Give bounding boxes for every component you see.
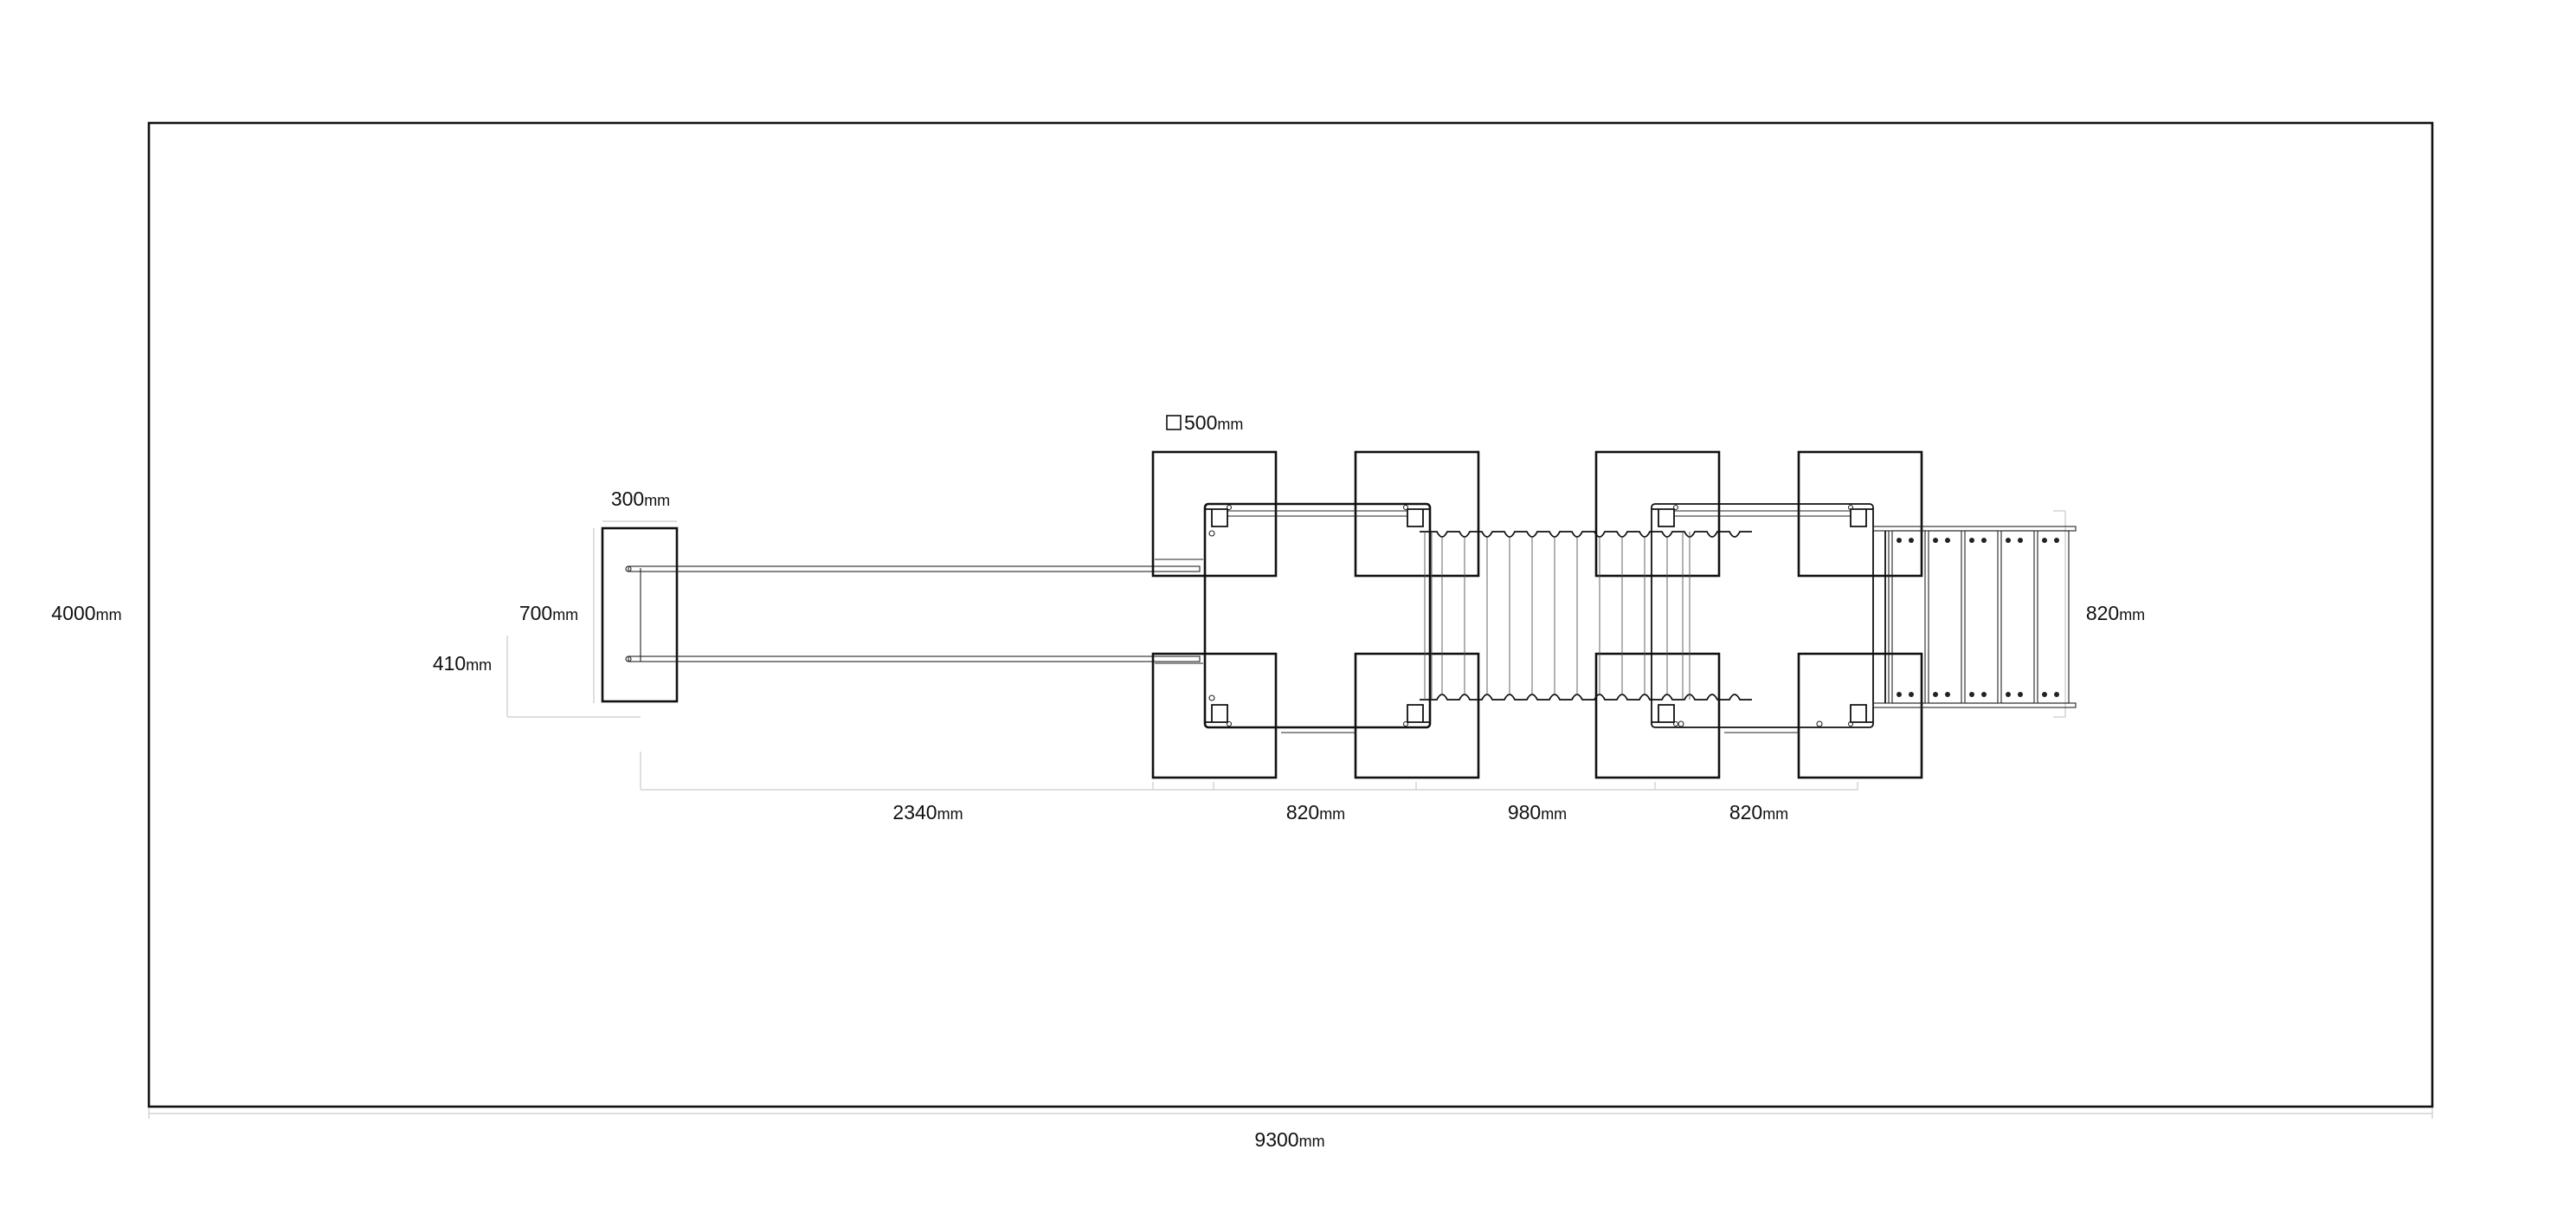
dim-total-depth: 4000mm bbox=[51, 602, 121, 624]
dim-rail-spacing: 410mm bbox=[433, 652, 492, 675]
pad-3 bbox=[1151, 652, 1278, 779]
beam-rails bbox=[625, 559, 1203, 664]
dim-bridge: 980mm bbox=[1508, 801, 1567, 823]
dim-beam-length: 2340mm bbox=[892, 801, 963, 823]
corrugated-bridge bbox=[1420, 531, 1752, 701]
square-pads bbox=[1151, 450, 1923, 779]
pad-6 bbox=[1797, 450, 1923, 578]
platform-a bbox=[1203, 502, 1432, 733]
square-symbol-icon bbox=[1166, 415, 1182, 430]
pad-1 bbox=[1151, 450, 1278, 578]
dim-square-pad: 500mm bbox=[1184, 411, 1243, 434]
pad-5 bbox=[1594, 450, 1721, 578]
platform-b bbox=[1651, 503, 1874, 733]
dim-total-width: 9300mm bbox=[1254, 1128, 1324, 1151]
dim-platform-b: 820mm bbox=[1729, 801, 1788, 823]
pad-8 bbox=[1797, 652, 1923, 779]
pad-2 bbox=[1354, 450, 1480, 578]
dimension-guides bbox=[148, 510, 2433, 1119]
boundary-outline bbox=[147, 121, 2434, 1108]
ladder bbox=[1872, 526, 2077, 708]
end-platform bbox=[601, 526, 679, 703]
dim-end-platform-length: 700mm bbox=[519, 602, 578, 624]
dim-platform-a: 820mm bbox=[1286, 801, 1345, 823]
dim-ladder-width: 820mm bbox=[2086, 602, 2145, 624]
dim-end-platform-width: 300mm bbox=[611, 488, 670, 510]
pad-4 bbox=[1354, 652, 1480, 779]
pad-7 bbox=[1594, 652, 1721, 779]
